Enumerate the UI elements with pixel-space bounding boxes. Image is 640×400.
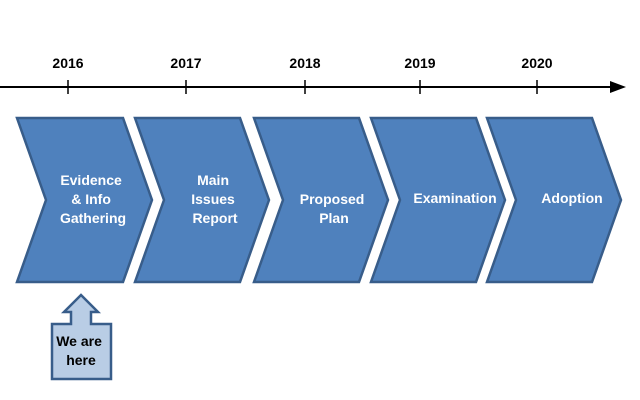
year-2020: 2020 bbox=[521, 55, 553, 94]
stage-adoption: Adoption bbox=[485, 116, 623, 284]
chevron-shape bbox=[369, 116, 507, 284]
chevron-shape bbox=[15, 116, 154, 284]
stage-label-line: Evidence bbox=[60, 172, 122, 188]
stage-main-issues-report: Main Issues Report bbox=[133, 116, 271, 284]
we-are-here-callout: We are here bbox=[50, 293, 113, 381]
stage-label-line: & Info bbox=[71, 191, 111, 207]
callout-arrow-shape bbox=[50, 293, 113, 381]
timeline-arrowhead bbox=[610, 81, 626, 93]
stage-proposed-plan: Proposed Plan bbox=[252, 116, 390, 284]
year-2018: 2018 bbox=[289, 55, 321, 94]
stage-label: Evidence & Info Gathering bbox=[60, 172, 126, 226]
year-label: 2017 bbox=[170, 55, 201, 71]
stage-label-line: Proposed bbox=[300, 191, 365, 207]
callout-label-line: here bbox=[66, 352, 96, 368]
stage-label: Proposed Plan bbox=[300, 191, 368, 226]
stage-label: Examination bbox=[413, 190, 496, 206]
stage-label-line: Report bbox=[192, 210, 237, 226]
callout-label: We are here bbox=[56, 333, 106, 368]
stage-label-line: Gathering bbox=[60, 210, 126, 226]
stage-evidence-gathering: Evidence & Info Gathering bbox=[15, 116, 154, 284]
chevron-shape bbox=[133, 116, 271, 284]
year-labels: 2016 2017 2018 2019 2020 bbox=[52, 55, 553, 94]
year-label: 2019 bbox=[404, 55, 435, 71]
stage-label-line: Adoption bbox=[541, 190, 602, 206]
stage-label-line: Main bbox=[197, 172, 229, 188]
stage-label-line: Plan bbox=[319, 210, 349, 226]
year-label: 2020 bbox=[521, 55, 552, 71]
timeline-axis bbox=[0, 81, 626, 93]
stage-label: Adoption bbox=[541, 190, 602, 206]
stage-label-line: Issues bbox=[191, 191, 235, 207]
stage-label: Main Issues Report bbox=[191, 172, 238, 226]
stage-chevrons: Evidence & Info Gathering Main Issues Re… bbox=[15, 116, 623, 284]
year-2016: 2016 bbox=[52, 55, 84, 94]
callout-label-line: We are bbox=[56, 333, 102, 349]
stage-examination: Examination bbox=[369, 116, 507, 284]
year-2019: 2019 bbox=[404, 55, 436, 94]
year-label: 2016 bbox=[52, 55, 83, 71]
year-label: 2018 bbox=[289, 55, 320, 71]
chevron-shape bbox=[485, 116, 623, 284]
year-2017: 2017 bbox=[170, 55, 202, 94]
stage-label-line: Examination bbox=[413, 190, 496, 206]
chevron-shape bbox=[252, 116, 390, 284]
